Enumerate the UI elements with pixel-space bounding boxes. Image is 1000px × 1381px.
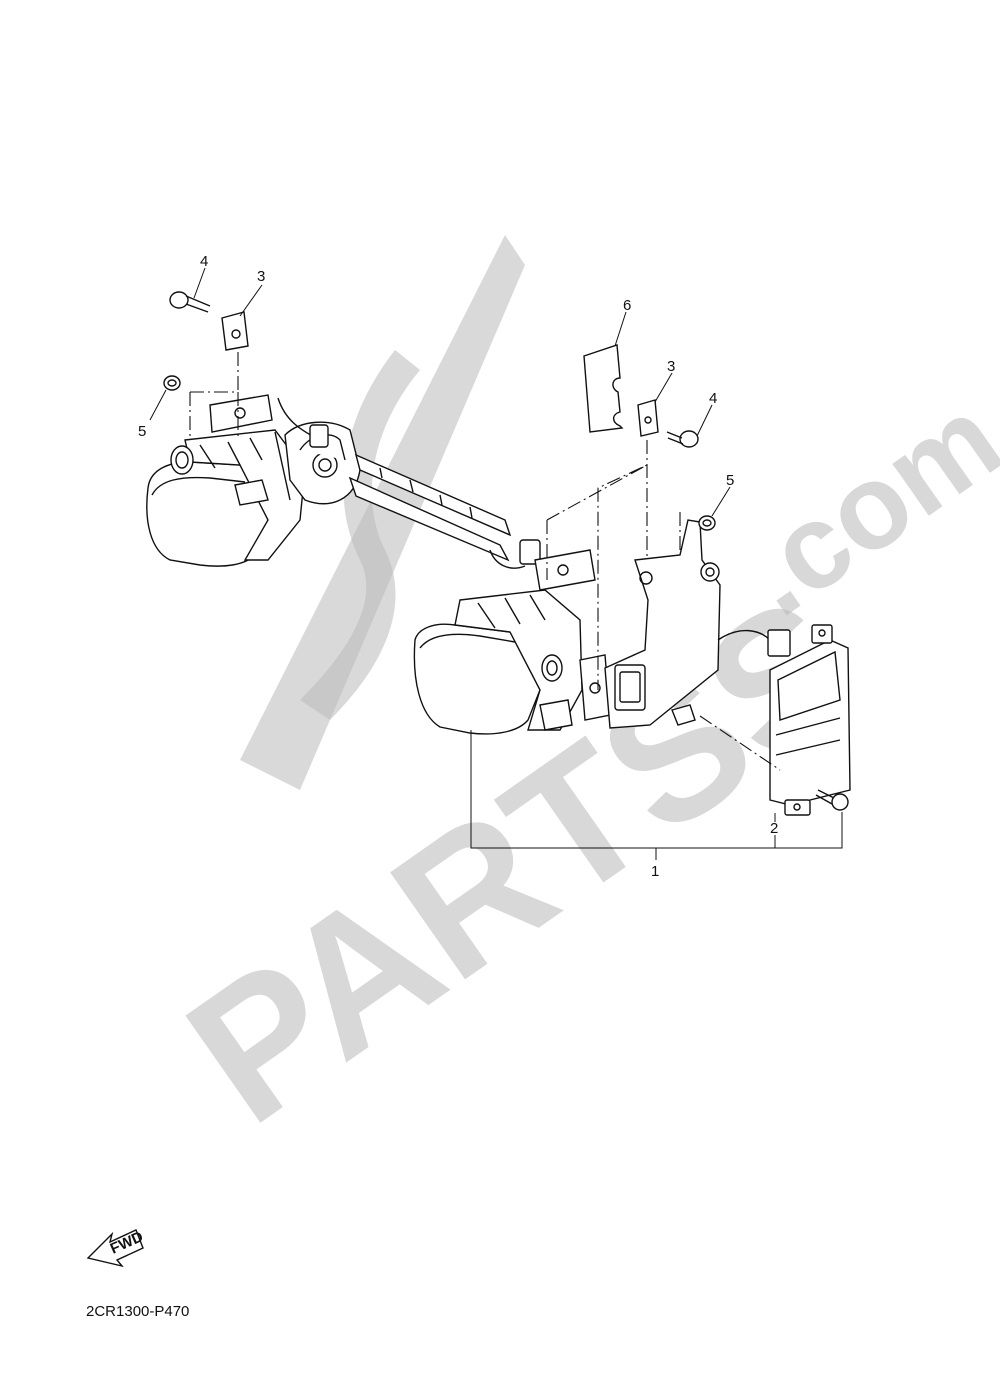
callout-5b: 5 xyxy=(726,472,734,489)
fwd-arrow-icon: FWD xyxy=(86,1228,146,1268)
left-headlight-unit xyxy=(146,394,306,567)
rubber-pad xyxy=(583,344,624,433)
callout-6: 6 xyxy=(623,297,631,314)
callout-2: 2 xyxy=(770,820,778,837)
callout-5a: 5 xyxy=(138,423,146,440)
assembly-lines xyxy=(189,352,781,771)
callout-4b: 4 xyxy=(709,390,717,407)
callout-leaders xyxy=(149,267,843,860)
diagram-code: 2CR1300-P470 xyxy=(86,1303,189,1320)
hardware xyxy=(163,291,849,811)
callout-4a: 4 xyxy=(200,253,208,270)
headlight-bracket xyxy=(277,397,541,569)
callout-3a: 3 xyxy=(257,268,265,285)
callout-labels: 4 3 5 6 3 4 5 2 1 xyxy=(138,253,778,880)
mount-plate xyxy=(604,519,791,729)
callout-3b: 3 xyxy=(667,358,675,375)
control-unit xyxy=(769,624,851,816)
callout-1: 1 xyxy=(651,863,659,880)
